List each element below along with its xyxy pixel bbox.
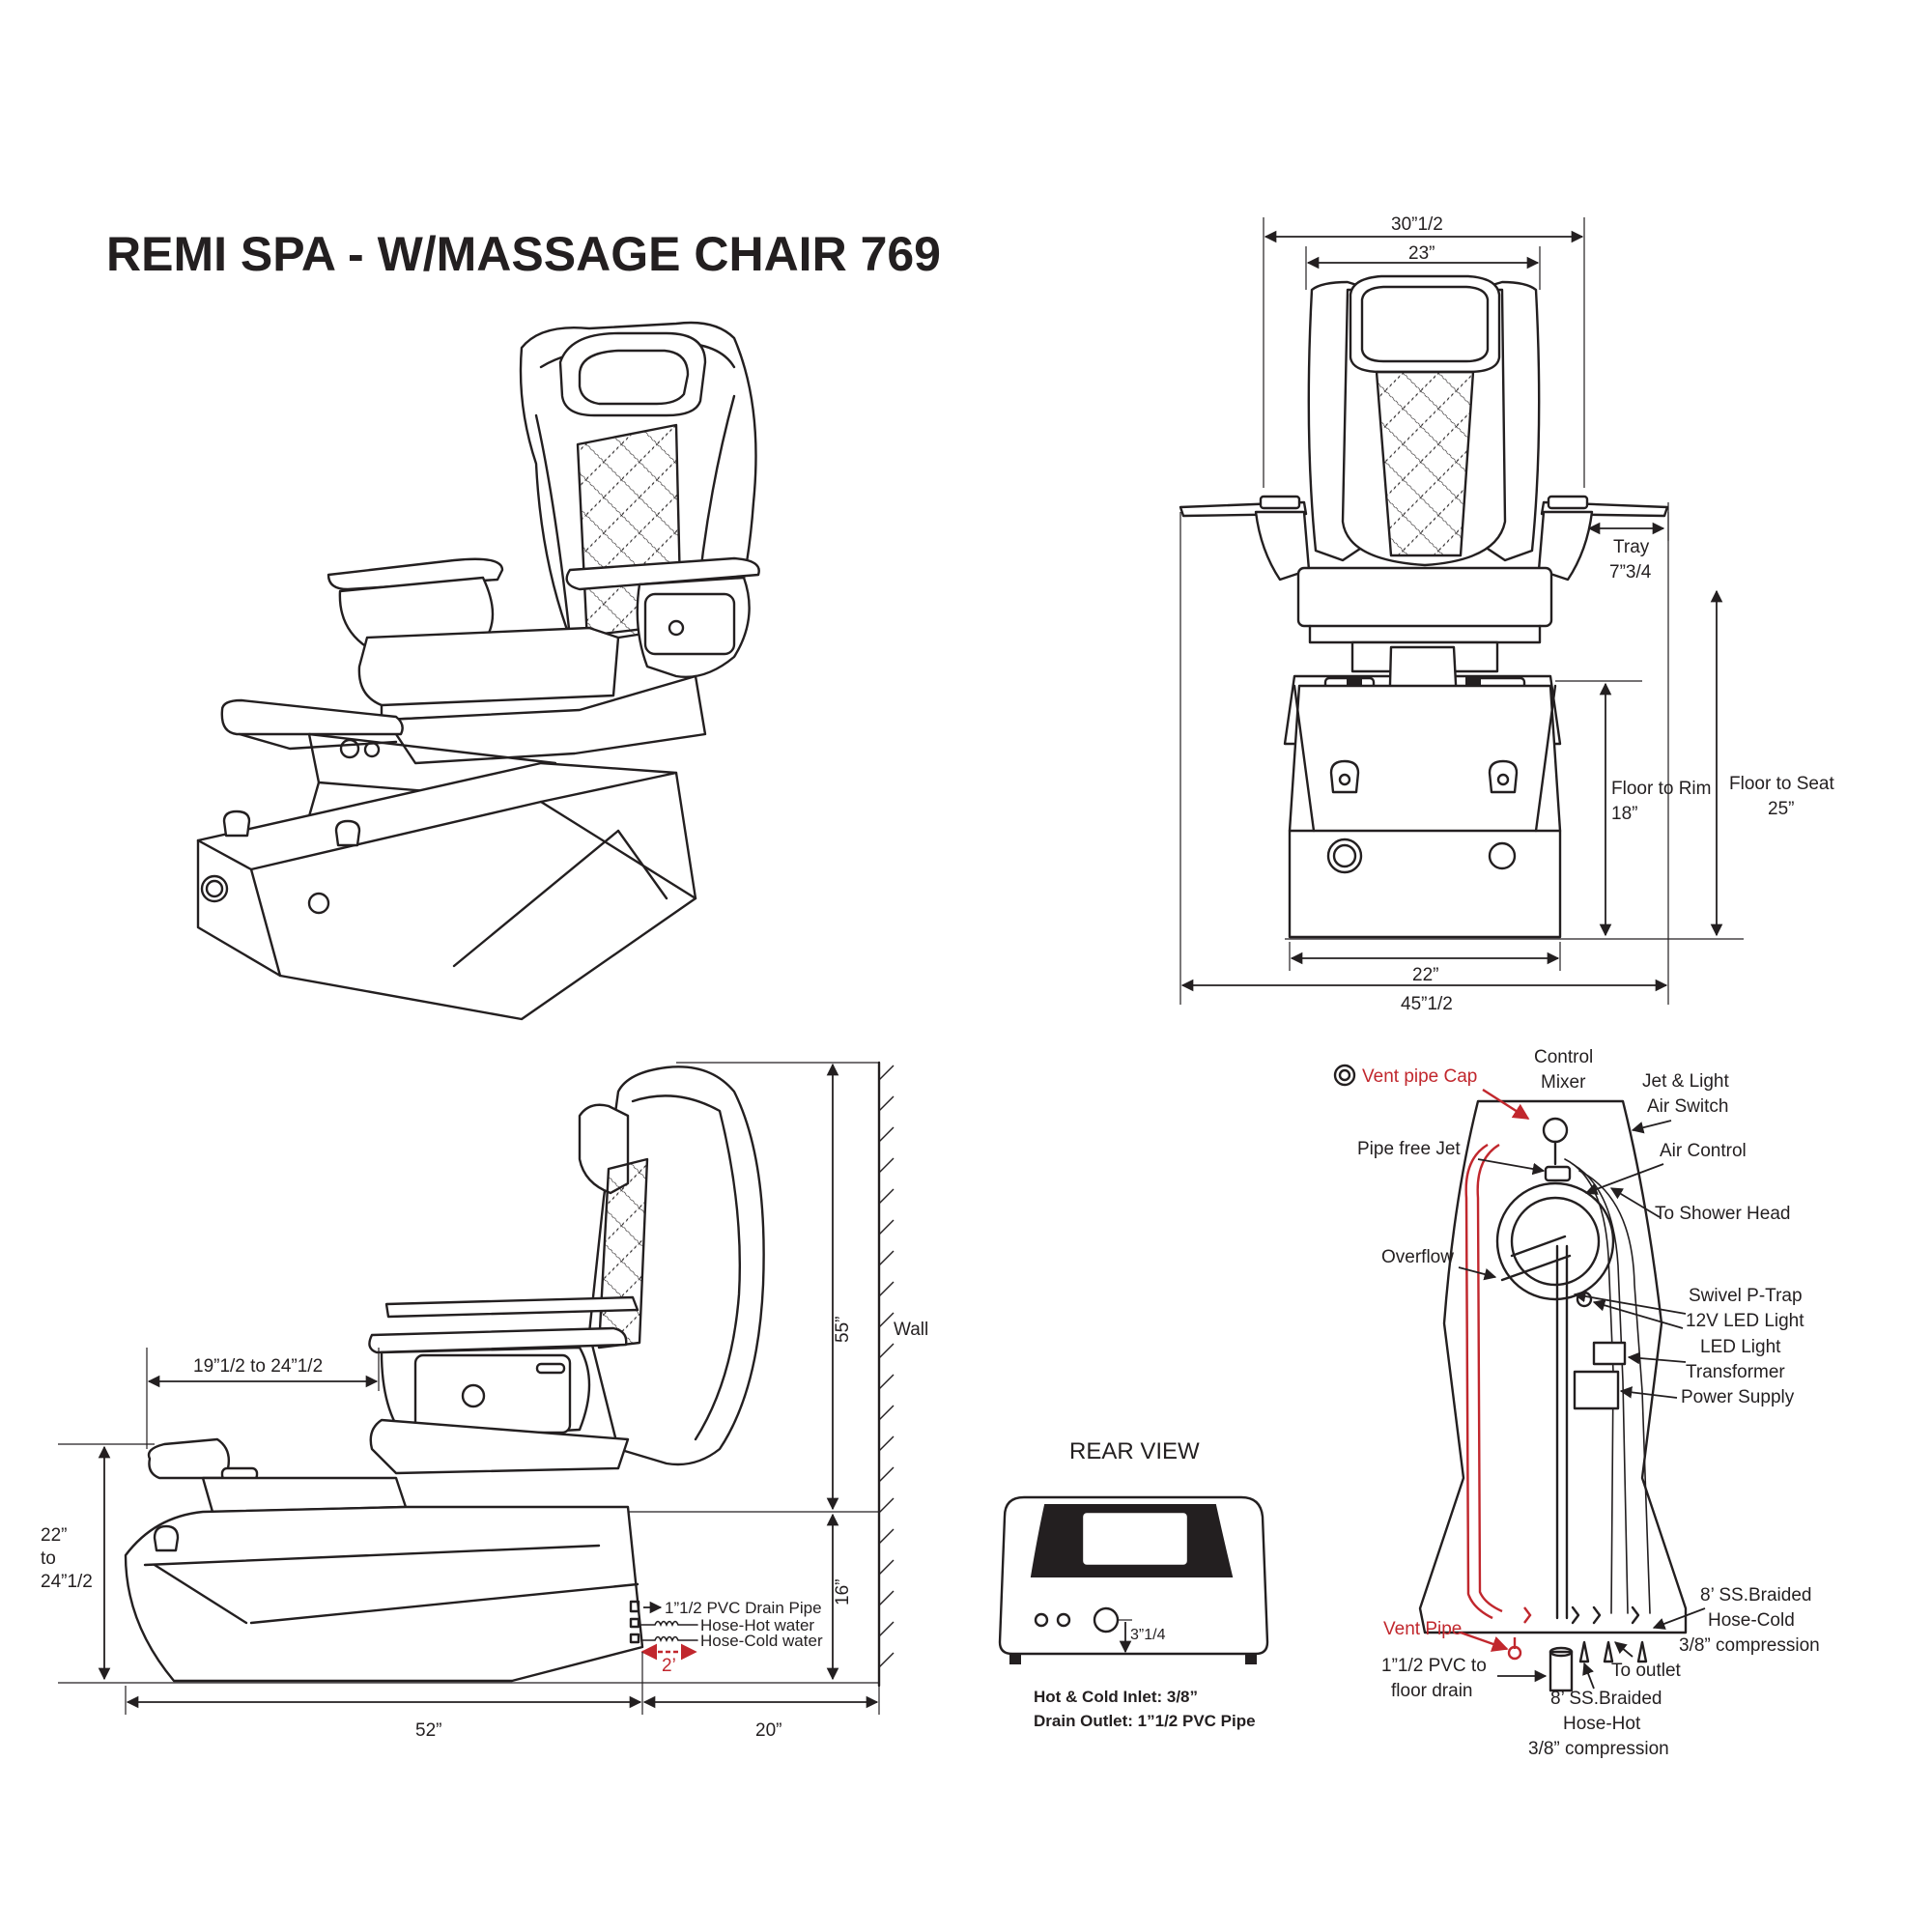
dim-length: 52” [415, 1720, 441, 1741]
label-control-2: Mixer [1541, 1072, 1586, 1093]
callout-drain-pipe: 1”1/2 PVC Drain Pipe [665, 1599, 822, 1617]
label-led12: 12V LED Light [1686, 1311, 1804, 1331]
dim-floor-to-seat-label: Floor to Seat [1729, 774, 1834, 794]
label-cold-3: 3/8” compression [1679, 1635, 1820, 1656]
dim-floor-to-seat-value: 25” [1768, 799, 1794, 819]
wall-hatch [878, 1065, 895, 1668]
label-hot-2: Hose-Hot [1563, 1714, 1641, 1734]
label-pvc-2: floor drain [1391, 1681, 1473, 1701]
dim-footrest-height-b: to [41, 1548, 56, 1569]
wall-label: Wall [894, 1320, 928, 1340]
label-to-outlet: To outlet [1611, 1661, 1682, 1681]
dim-floor-to-rim-label: Floor to Rim [1611, 779, 1711, 799]
dim-base-width: 22” [1412, 965, 1438, 985]
label-vent-pipe: Vent Pipe [1383, 1619, 1462, 1639]
label-cold-2: Hose-Cold [1708, 1610, 1795, 1631]
dim-footrest-height-c: 24”1/2 [41, 1572, 93, 1592]
page-title: REMI SPA - W/MASSAGE CHAIR 769 [106, 227, 941, 281]
label-power: Power Supply [1681, 1387, 1795, 1407]
rear-inlet-label: Hot & Cold Inlet: 3/8” [1034, 1688, 1198, 1706]
label-pipe-free-jet: Pipe free Jet [1357, 1139, 1461, 1159]
dim-base-height: 16” [833, 1579, 853, 1605]
label-jet-1: Jet & Light [1642, 1071, 1729, 1092]
perspective-view [196, 321, 760, 1021]
label-led-2: Transformer [1686, 1362, 1785, 1382]
dim-width-seat: 23” [1408, 243, 1435, 264]
dim-tray-value: 7”3/4 [1609, 562, 1652, 582]
rear-view: REAR VIEW 3”1/4 Hot & Cold Inlet: 3/8” D… [998, 1438, 1269, 1730]
dim-overall-width: 45”1/2 [1401, 994, 1453, 1014]
dim-footrest-height-a: 22” [41, 1525, 67, 1546]
dim-height-55: 55” [833, 1317, 853, 1343]
label-vent-cap: Vent pipe Cap [1362, 1066, 1477, 1087]
front-view: 30”1/2 23” [1179, 214, 1834, 1014]
label-pvc-1: 1”1/2 PVC to [1381, 1656, 1487, 1676]
label-cold-1: 8’ SS.Braided [1700, 1585, 1811, 1605]
dim-floor-to-rim-value: 18” [1611, 804, 1637, 824]
label-air-control: Air Control [1660, 1141, 1747, 1161]
dim-wall-gap: 20” [755, 1720, 781, 1741]
dim-tray-label: Tray [1613, 537, 1650, 557]
rear-outlet-label: Drain Outlet: 1”1/2 PVC Pipe [1034, 1712, 1256, 1730]
label-ptrap: Swivel P-Trap [1689, 1286, 1803, 1306]
dim-rear-height: 3”1/4 [1130, 1627, 1166, 1643]
rear-view-title: REAR VIEW [1069, 1438, 1200, 1464]
dim-footrest-range: 19”1/2 to 24”1/2 [193, 1356, 323, 1377]
callout-hose-hot: Hose-Hot water [700, 1616, 814, 1634]
side-view: Wall 19”1/2 to 24”1/2 [41, 1061, 928, 1741]
dim-clearance: 2’ [662, 1656, 676, 1676]
label-jet-2: Air Switch [1647, 1096, 1728, 1117]
callout-hose-cold: Hose-Cold water [700, 1632, 823, 1650]
label-overflow: Overflow [1381, 1247, 1454, 1267]
label-hot-3: 3/8” compression [1528, 1739, 1669, 1759]
label-led-1: LED Light [1700, 1337, 1781, 1357]
label-control-1: Control [1534, 1047, 1593, 1067]
label-shower: To Shower Head [1655, 1204, 1790, 1224]
label-hot-1: 8’ SS.Braided [1550, 1689, 1662, 1709]
dim-width-overall: 30”1/2 [1391, 214, 1443, 235]
plumbing-diagram: Vent pipe Cap Control Mixer Jet & Light … [1333, 1047, 1820, 1759]
